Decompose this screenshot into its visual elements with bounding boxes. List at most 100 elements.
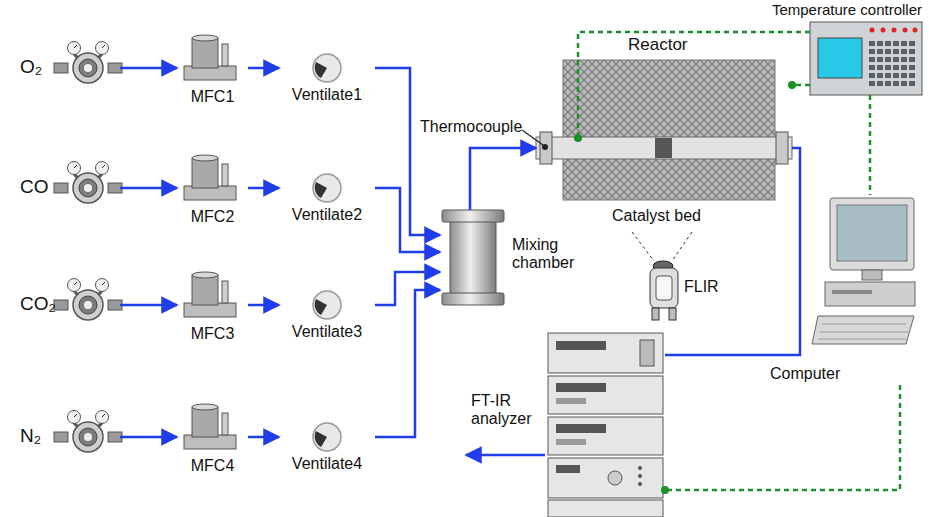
- gas-line: [665, 148, 800, 355]
- temperature-controller-drawing: [870, 28, 875, 33]
- signal-line: [665, 385, 900, 490]
- leader-line: [522, 130, 543, 145]
- valve-symbol: [313, 54, 341, 82]
- analyzer-rack: [466, 333, 669, 517]
- part-label: Catalyst bed: [612, 207, 701, 225]
- mass-flow-controller: MFC4: [177, 403, 248, 479]
- computer-drawing: [832, 290, 872, 294]
- analyzer-rack: [556, 424, 606, 433]
- valve: Ventilate1: [279, 48, 375, 110]
- gas-label: O₂: [20, 56, 42, 78]
- mixing-chamber-drawing: [442, 210, 504, 305]
- reactor-drawing: [540, 132, 552, 164]
- gas-line: [375, 272, 440, 305]
- mixing-chamber-drawing: [442, 293, 504, 305]
- computer-drawing: [837, 205, 907, 261]
- device-label: Ventilate4: [279, 455, 375, 473]
- gas-regulator: [54, 411, 122, 453]
- part-label: Thermocouple: [420, 118, 522, 136]
- valve-symbol: [313, 423, 341, 451]
- reactor-drawing: [788, 81, 796, 89]
- temperature-controller-drawing: [903, 28, 908, 33]
- gas-cylinder: O₂: [15, 40, 120, 96]
- device-label: Ventilate1: [279, 86, 375, 104]
- gas-label: CO: [20, 176, 49, 198]
- gas-line: [470, 148, 536, 210]
- label-holder: Catalyst bed: [612, 207, 701, 225]
- gas-line: [120, 304, 177, 307]
- mixing-chamber: Mixing chamber: [440, 210, 505, 305]
- device-label: MFC4: [177, 457, 248, 475]
- reactor-drawing: [574, 134, 582, 142]
- temperature-controller-drawing: [810, 22, 922, 95]
- gas-line: [375, 68, 440, 235]
- analyzer-rack: [640, 340, 654, 366]
- temperature-controller-drawing: [868, 40, 916, 88]
- ftir-analyzer: FT-IR analyzer: [545, 330, 665, 517]
- gas-line: [120, 187, 177, 190]
- analyzer-rack: [548, 376, 663, 414]
- mass-flow-controller: [184, 35, 236, 80]
- device-label: FLIR: [684, 278, 719, 296]
- reactor-drawing: [563, 60, 775, 200]
- mass-flow-controller: [184, 404, 236, 449]
- computer: Computer: [812, 195, 922, 385]
- mixing-chamber-drawing: [442, 210, 504, 222]
- gas-line: [248, 187, 279, 190]
- analyzer-rack: [556, 465, 580, 473]
- temperature-controller-drawing: [913, 28, 918, 33]
- valve: Ventilate4: [279, 417, 375, 479]
- ir-camera-drawing: [632, 232, 692, 320]
- gas-line: [375, 290, 440, 437]
- catalyst-bed: [655, 138, 672, 158]
- analyzer-rack: [548, 333, 663, 373]
- reactor-drawing: [577, 60, 580, 136]
- mass-flow-controller: [184, 155, 236, 200]
- computer-drawing: [812, 316, 914, 344]
- gas-line: [120, 436, 177, 439]
- device-label: Temperature controller: [750, 1, 922, 18]
- analyzer-rack: [638, 482, 642, 486]
- mass-flow-controller: MFC3: [177, 271, 248, 347]
- analyzer-rack: [556, 341, 606, 350]
- gas-cylinder: CO₂: [15, 277, 120, 333]
- signal-line: [869, 95, 872, 195]
- ir-camera-drawing: [632, 232, 654, 261]
- temperature-controller-drawing: [818, 38, 862, 78]
- gas-regulator: [54, 42, 122, 84]
- device-label: MFC2: [177, 208, 248, 226]
- gas-label: CO₂: [20, 293, 56, 315]
- computer-drawing: [830, 198, 914, 270]
- gas-line: [248, 67, 279, 70]
- valve: Ventilate2: [279, 168, 375, 230]
- computer-drawing: [862, 270, 882, 280]
- signal-line: [792, 84, 810, 87]
- temperature-controller-drawing: [810, 22, 922, 95]
- analyzer-rack: [608, 471, 622, 485]
- temperature-controller-drawing: [881, 28, 886, 33]
- ir-camera-drawing: [652, 308, 659, 320]
- analyzer-rack: [556, 383, 606, 392]
- label-holder: Thermocouple: [420, 118, 522, 136]
- device-label: Reactor: [628, 35, 688, 55]
- temperature-controller: Temperature controller: [810, 22, 922, 95]
- device-label: MFC3: [177, 325, 248, 343]
- ir-camera-drawing: [672, 232, 692, 261]
- ir-camera-drawing: [656, 276, 672, 300]
- gas-regulator: [54, 42, 122, 453]
- analyzer-rack: [638, 466, 642, 470]
- valve: Ventilate3: [279, 285, 375, 347]
- gas-line: [248, 304, 279, 307]
- reactor: Reactor: [536, 60, 792, 200]
- valve-symbol: [313, 54, 341, 451]
- valve-symbol: [313, 174, 341, 202]
- exhaust-arrow: [466, 454, 545, 457]
- gas-line: [375, 188, 440, 252]
- gas-cylinder: N₂: [15, 409, 120, 465]
- gas-line: [248, 436, 279, 439]
- analyzer-rack: [548, 417, 663, 455]
